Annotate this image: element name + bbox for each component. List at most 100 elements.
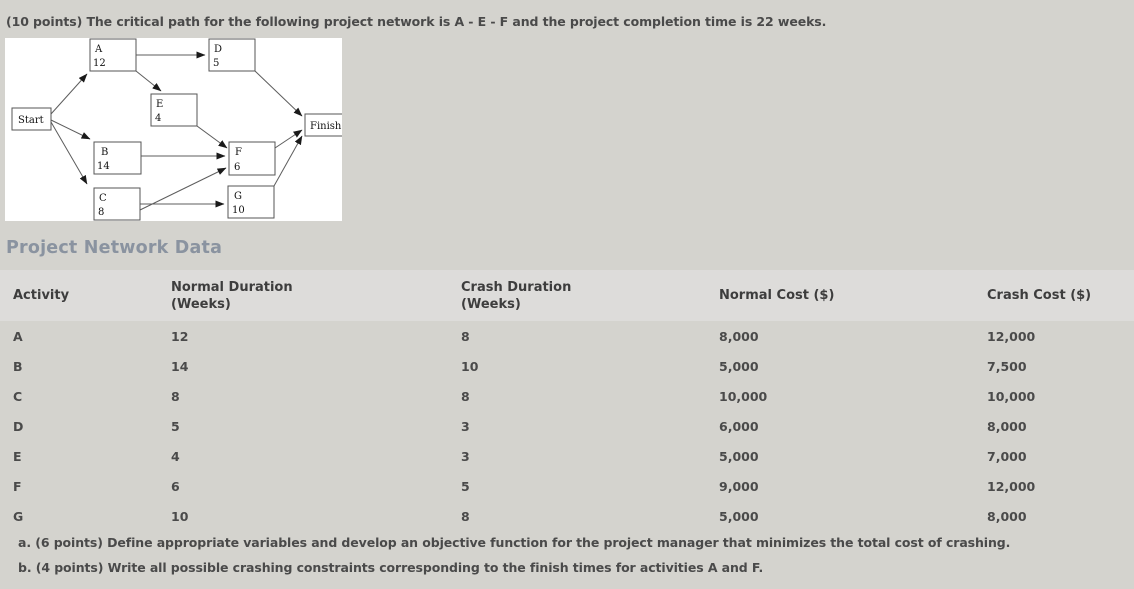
edge-g-finish <box>273 135 303 187</box>
cell-crash-duration: 8 <box>461 328 470 344</box>
cell-crash-duration: 3 <box>461 418 470 434</box>
column-header-crash-cost-label: Crash Cost ($) <box>987 288 1092 303</box>
node-finish: Finish <box>304 113 342 137</box>
column-header-normal-duration-line2: (Weeks) <box>171 296 231 312</box>
node-b-label: B <box>101 147 108 158</box>
cell-normal-cost: 5,000 <box>719 448 759 464</box>
node-g-label: G <box>234 191 242 202</box>
node-d-label: D <box>214 44 222 55</box>
cell-normal-duration: 10 <box>171 508 189 524</box>
table-row: B 14 10 5,000 7,500 <box>0 351 1134 381</box>
column-header-normal-duration: Normal Duration (Weeks) <box>171 270 461 321</box>
cell-normal-cost: 5,000 <box>719 508 759 524</box>
edge-d-finish <box>254 70 303 117</box>
node-e-duration: 4 <box>155 113 161 124</box>
cell-normal-duration: 6 <box>171 478 180 494</box>
cell-crash-cost: 12,000 <box>987 328 1036 344</box>
subquestion-b: b. (4 points) Write all possible crashin… <box>18 560 764 575</box>
node-f-duration: 6 <box>234 162 240 173</box>
cell-normal-cost: 6,000 <box>719 418 759 434</box>
page-title: Project Network Data <box>6 238 223 258</box>
cell-activity: C <box>13 388 23 404</box>
edge-start-c <box>50 121 88 185</box>
table-row: G 10 8 5,000 8,000 <box>0 501 1134 531</box>
edge-c-f <box>139 167 227 211</box>
node-b-duration: 14 <box>97 161 110 172</box>
table-header-row: Activity Normal Duration (Weeks) Crash D… <box>0 270 1134 321</box>
cell-crash-cost: 8,000 <box>987 508 1027 524</box>
table-head: Activity Normal Duration (Weeks) Crash D… <box>0 270 1134 321</box>
node-a-duration: 12 <box>93 58 106 69</box>
edge-e-f <box>196 125 228 149</box>
node-start-label: Start <box>18 115 44 126</box>
cell-activity: A <box>13 328 23 344</box>
question-prompt: (10 points) The critical path for the fo… <box>6 14 827 29</box>
node-f: F 6 <box>228 141 276 176</box>
cell-activity: E <box>13 448 22 464</box>
cell-crash-duration: 10 <box>461 358 479 374</box>
network-nodes: Start A 12 D 5 E 4 B <box>11 38 342 221</box>
cell-activity: G <box>13 508 24 524</box>
cell-activity: B <box>13 358 23 374</box>
node-e-label: E <box>156 99 163 110</box>
cell-crash-cost: 12,000 <box>987 478 1036 494</box>
cell-normal-duration: 4 <box>171 448 180 464</box>
node-g-duration: 10 <box>232 205 245 216</box>
edge-f-finish <box>274 129 303 149</box>
cell-normal-duration: 12 <box>171 328 189 344</box>
cell-crash-duration: 5 <box>461 478 470 494</box>
node-f-label: F <box>235 147 242 158</box>
cell-crash-cost: 7,500 <box>987 358 1027 374</box>
cell-normal-cost: 8,000 <box>719 328 759 344</box>
cell-normal-duration: 8 <box>171 388 180 404</box>
column-header-normal-duration-line1: Normal Duration <box>171 279 293 295</box>
cell-crash-cost: 8,000 <box>987 418 1027 434</box>
column-header-crash-cost: Crash Cost ($) <box>987 270 1134 321</box>
node-d: D 5 <box>208 38 256 72</box>
node-finish-label: Finish <box>310 121 342 132</box>
cell-crash-duration: 8 <box>461 388 470 404</box>
table-body: A 12 8 8,000 12,000 B 14 10 5,000 7,500 … <box>0 321 1134 531</box>
node-c: C 8 <box>93 187 141 221</box>
node-g: G 10 <box>227 185 275 219</box>
node-d-duration: 5 <box>213 58 219 69</box>
cell-activity: F <box>13 478 22 494</box>
edge-start-b <box>50 119 91 140</box>
project-network-data-table: Activity Normal Duration (Weeks) Crash D… <box>0 270 1134 531</box>
column-header-activity-label: Activity <box>13 288 70 303</box>
table-row: F 6 5 9,000 12,000 <box>0 471 1134 501</box>
cell-normal-duration: 14 <box>171 358 189 374</box>
node-c-duration: 8 <box>98 207 104 218</box>
cell-normal-duration: 5 <box>171 418 180 434</box>
cell-normal-cost: 5,000 <box>719 358 759 374</box>
column-header-activity: Activity <box>0 270 171 321</box>
table-row: C 8 8 10,000 10,000 <box>0 381 1134 411</box>
cell-normal-cost: 9,000 <box>719 478 759 494</box>
table-row: E 4 3 5,000 7,000 <box>0 441 1134 471</box>
project-network-diagram: Start A 12 D 5 E 4 B <box>5 38 342 221</box>
cell-normal-cost: 10,000 <box>719 388 768 404</box>
edge-start-a <box>50 73 88 115</box>
network-edges <box>50 51 303 211</box>
column-header-crash-duration-line2: (Weeks) <box>461 296 521 312</box>
node-a-label: A <box>94 44 103 55</box>
table-row: D 5 3 6,000 8,000 <box>0 411 1134 441</box>
cell-activity: D <box>13 418 24 434</box>
column-header-crash-duration: Crash Duration (Weeks) <box>461 270 719 321</box>
table-row: A 12 8 8,000 12,000 <box>0 321 1134 351</box>
cell-crash-duration: 3 <box>461 448 470 464</box>
network-svg: Start A 12 D 5 E 4 B <box>11 38 342 221</box>
cell-crash-cost: 10,000 <box>987 388 1036 404</box>
column-header-normal-cost-label: Normal Cost ($) <box>719 288 835 303</box>
cell-crash-duration: 8 <box>461 508 470 524</box>
subquestion-a: a. (6 points) Define appropriate variabl… <box>18 535 1011 550</box>
column-header-crash-duration-line1: Crash Duration <box>461 279 572 295</box>
cell-crash-cost: 7,000 <box>987 448 1027 464</box>
node-e: E 4 <box>150 93 198 127</box>
node-b: B 14 <box>93 141 142 175</box>
node-c-label: C <box>99 193 107 204</box>
node-a: A 12 <box>89 38 137 72</box>
column-header-normal-cost: Normal Cost ($) <box>719 270 987 321</box>
node-start: Start <box>11 107 52 131</box>
edge-a-e <box>135 70 162 92</box>
